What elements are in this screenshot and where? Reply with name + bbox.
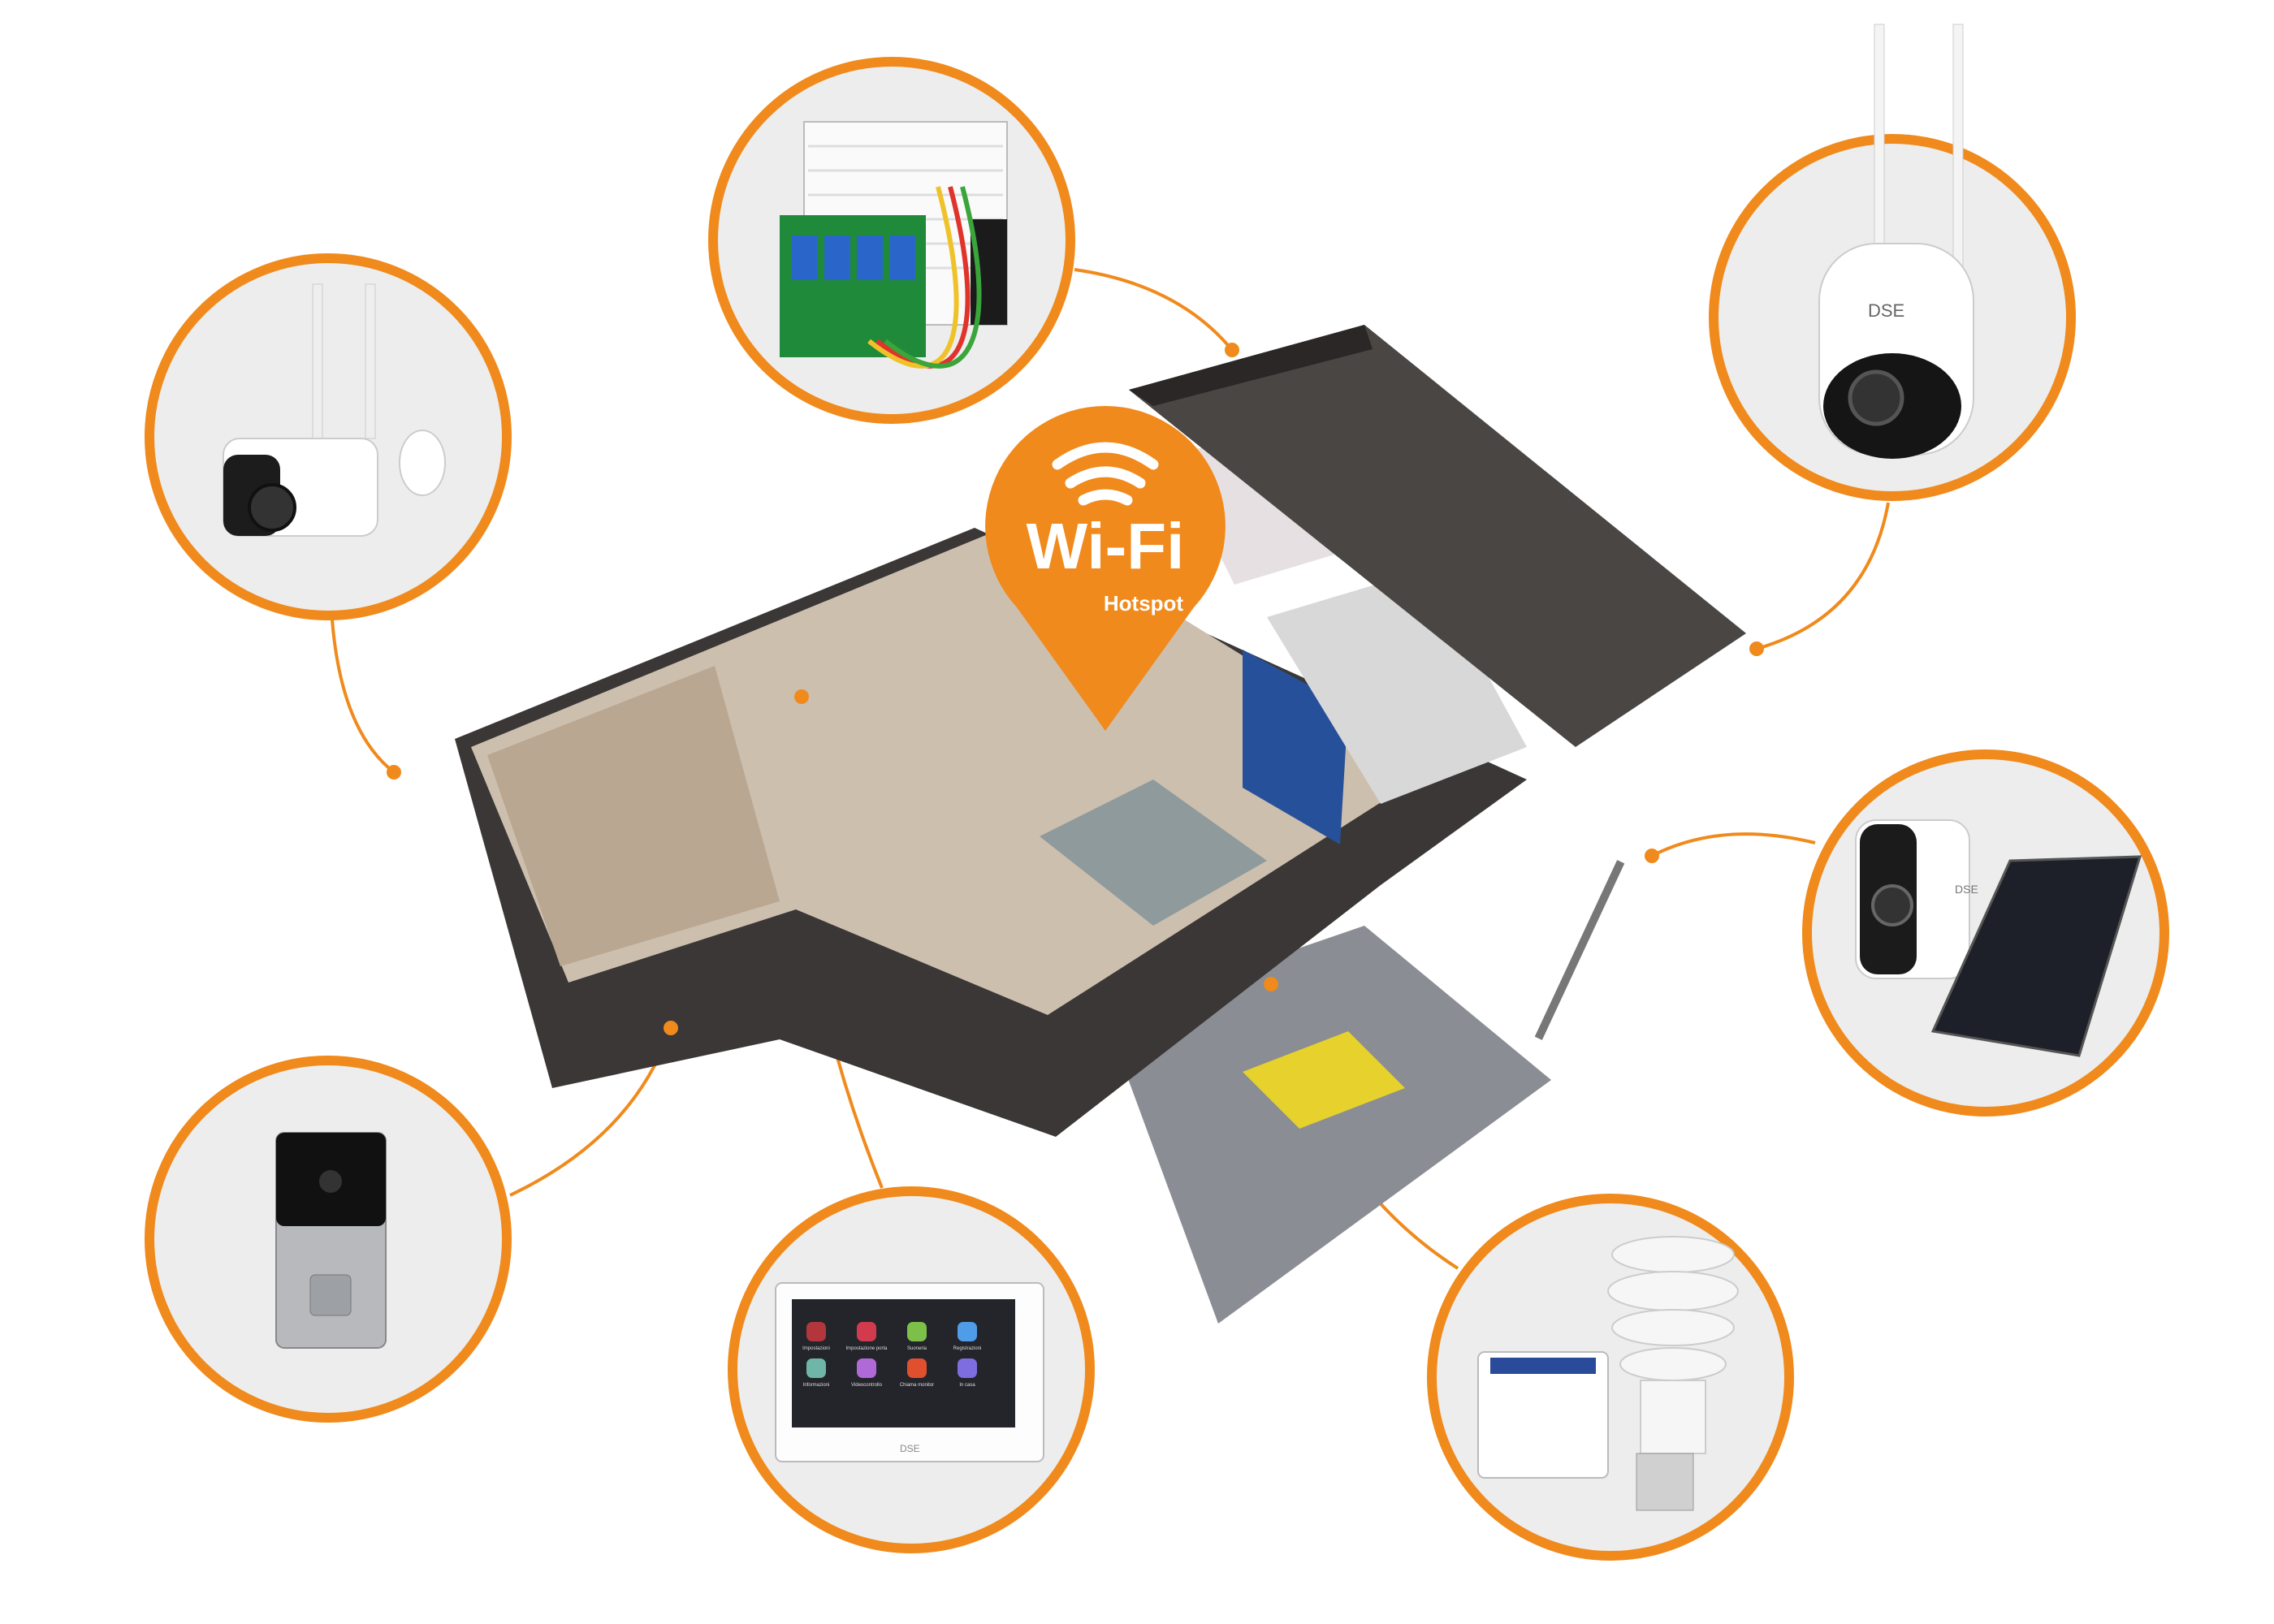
garden-pole — [1534, 860, 1625, 1040]
patio-table — [1243, 1031, 1405, 1129]
monitor-app-icon — [958, 1322, 977, 1341]
monitor-app-grid: Impostazioni Impostazione porta Suoneria Re… — [802, 1322, 981, 1388]
monitor-app-label: In casa — [959, 1383, 975, 1388]
marker-ptz — [1749, 641, 1764, 656]
wifi-icon — [1052, 442, 1159, 506]
connector-bullet-camera — [331, 619, 396, 774]
solar-brand: DSE — [1955, 883, 1978, 896]
wifi-title: Wi-Fi — [1027, 510, 1185, 582]
bathroom-floor — [1267, 568, 1527, 804]
monitor-app-label: Videocontrollo — [851, 1383, 883, 1388]
monitor-app-icon — [806, 1358, 826, 1378]
marker-solar — [1645, 849, 1659, 863]
monitor-app-label: Suoneria — [907, 1346, 927, 1351]
connector-ptz — [1756, 502, 1890, 650]
roof — [1129, 325, 1746, 747]
relay-board-icon — [780, 121, 1008, 369]
monitor-app-label: Impostazione porta — [845, 1346, 888, 1351]
marker-bullet-camera — [387, 765, 401, 780]
monitor-app-label: Chiama monitor — [900, 1383, 934, 1388]
monitor-app-icon — [857, 1322, 876, 1341]
marker-monitor — [794, 689, 809, 704]
monitor-app-icon — [857, 1358, 876, 1378]
monitor-icon: Impostazioni Impostazione porta Suoneria Re… — [775, 1282, 1044, 1462]
monitor-app-label: Impostazioni — [802, 1346, 830, 1351]
bedroom-floor — [487, 666, 780, 966]
connector-relay — [1074, 268, 1234, 352]
bullet-camera-icon — [223, 283, 446, 537]
ptz-camera-icon: DSE — [1818, 24, 1974, 459]
monitor-brand: DSE — [900, 1443, 920, 1454]
marker-bulb — [1264, 977, 1278, 991]
ptz-brand: DSE — [1868, 300, 1904, 321]
living-room-rug — [1040, 780, 1267, 926]
marker-relay — [1225, 343, 1239, 357]
patio — [1105, 926, 1551, 1324]
monitor-app-icon — [907, 1322, 927, 1341]
monitor-app-icon — [907, 1358, 927, 1378]
roof-edge — [1129, 325, 1373, 406]
monitor-app-label: Registrazioni — [953, 1346, 982, 1351]
wifi-subtitle: Hotspot — [1104, 591, 1184, 615]
monitor-app-icon — [958, 1358, 977, 1378]
marker-doorbell — [664, 1021, 678, 1035]
connector-solar — [1651, 832, 1816, 857]
wifi-hotspot-pin: Wi-Fi Hotspot — [985, 406, 1226, 731]
doorbell-icon — [275, 1132, 387, 1349]
bullet-camera-circle — [145, 253, 512, 620]
bulb-icon — [1477, 1236, 1739, 1511]
solar-camera-icon: DSE — [1855, 819, 2142, 1057]
monitor-app-icon — [806, 1322, 826, 1341]
device-markers — [387, 343, 1764, 1035]
house-cutaway — [455, 325, 1746, 1324]
monitor-app-label: Informazioni — [803, 1383, 830, 1388]
